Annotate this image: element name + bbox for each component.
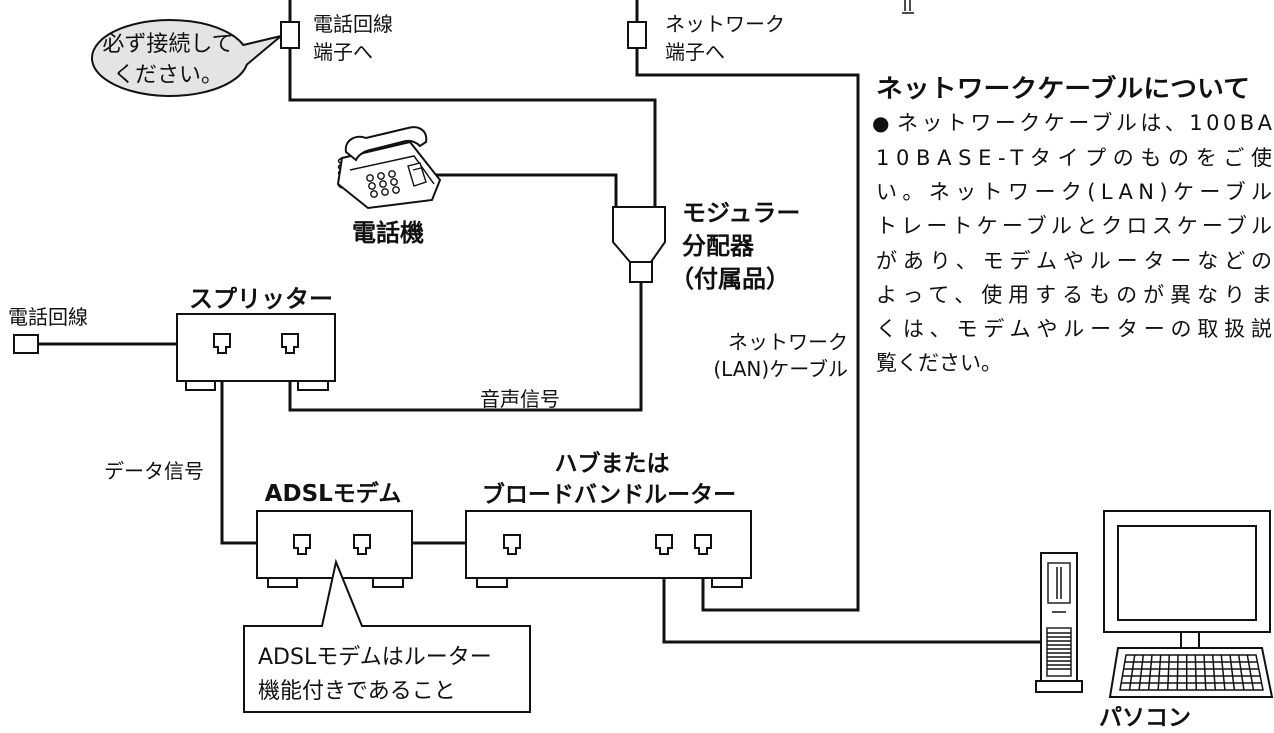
splitter (176, 313, 336, 391)
cable-info-line-8: 覧ください。 (876, 351, 1002, 375)
top-edge-ornament-icon (902, 0, 914, 14)
telephone-jack-label-line-2: 端子へ (313, 40, 373, 64)
telephone-jack-label-line-1: 電話回線 (313, 12, 393, 36)
adsl-note-line-1: ADSLモデムはルーター (258, 645, 492, 670)
phone-line-terminal (13, 334, 39, 354)
modular-splitter-label-line-3: （付属品） (670, 265, 790, 293)
modular-splitter-body (612, 206, 666, 263)
cable-info-line-5: があり、モデムやルーターなどの (876, 249, 1272, 273)
speech-bubble-shape (90, 18, 282, 97)
cable-info-title: ネットワークケーブルについて (876, 74, 1250, 103)
pc-keyboard (1108, 647, 1274, 698)
hub-router-port-pc (655, 534, 673, 555)
lan-cable (635, 48, 860, 612)
router-to-pc-cable (662, 554, 1041, 644)
hub-router-foot-left (476, 577, 508, 588)
cable-info-line-4: トレートケーブルとクロスケーブル (876, 214, 1272, 238)
adsl-modem-port-lan (353, 534, 371, 555)
pc-tower (1035, 552, 1083, 693)
splitter-port-modem (213, 333, 231, 354)
adsl-modem-foot-left (267, 577, 298, 588)
lan-cable-label-line-2: (LAN)ケーブル (713, 357, 848, 381)
splitter-foot-left (185, 380, 216, 391)
wall-to-modular-splitter-cable (288, 48, 657, 207)
data-signal-label: データ信号 (104, 459, 204, 483)
hub-router-port-wan (503, 534, 521, 555)
adsl-modem-foot-right (372, 577, 404, 588)
telephone-top-face (349, 155, 435, 185)
cable-info-line-1: ネットワークケーブルは、100BA (897, 111, 1273, 135)
network-jack-label-line-2: 端子へ (665, 40, 725, 64)
telephone-cable (436, 173, 618, 207)
cable-info-bullet: ● (872, 111, 889, 135)
hub-router (465, 510, 752, 588)
cable-info-line-7: くは、モデムやルーターの取扱説 (876, 317, 1272, 341)
network-jack-label-line-1: ネットワーク (665, 12, 785, 36)
telephone-wall-jack (280, 0, 300, 49)
speech-bubble-line-2: ください。 (113, 63, 223, 88)
pc-label: パソコン (1099, 705, 1191, 731)
splitter-title: スプリッター (189, 285, 333, 313)
modular-splitter-label-line-1: モジュラー (682, 199, 800, 227)
telephone-icon (336, 126, 442, 210)
cable-info-line-2: 10BASE-Tタイプのものをご使 (876, 146, 1272, 170)
telephone-keypad (366, 170, 400, 198)
network-wall-jack (627, 0, 647, 49)
modular-splitter (612, 206, 666, 283)
pc-monitor (1103, 510, 1271, 649)
hub-router-port-lan (694, 534, 712, 555)
adsl-modem-port-line (293, 534, 311, 555)
modular-splitter-plug (629, 261, 653, 283)
cable-info-line-6: よって、使用するものが異なりま (876, 283, 1272, 307)
adsl-note-line-2: 機能付きであること (258, 679, 456, 704)
adsl-note-box (243, 558, 531, 713)
splitter-foot-right (297, 380, 329, 391)
splitter-port-phone (281, 333, 299, 354)
cable-info-section: ネットワークケーブルについて ● ネットワークケーブルは、100BA 10BAS… (872, 74, 1273, 375)
voice-signal-cable (288, 282, 643, 412)
hub-router-title-line-1: ハブまたは (555, 450, 670, 477)
telephone-display (407, 162, 427, 187)
telephone-label: 電話機 (352, 219, 424, 247)
speech-bubble: 必ず接続して ください。 (90, 18, 282, 97)
splitter-body (176, 313, 336, 382)
adsl-note-callout: ADSLモデムはルーター 機能付きであること (243, 558, 531, 713)
network-jack-box (627, 21, 647, 49)
modular-splitter-label-line-2: 分配器 (682, 232, 755, 260)
pc-icon (1035, 510, 1274, 698)
telephone-jack-box (280, 21, 300, 49)
voice-signal-label: 音声信号 (480, 387, 560, 411)
phone-line-label: 電話回線 (8, 305, 88, 329)
lan-cable-label-line-1: ネットワーク (728, 330, 848, 354)
telephone-handset (344, 126, 428, 162)
hub-router-title-line-2: ブロードバンドルーター (482, 481, 736, 508)
cable-info-line-3: い。ネットワーク(LAN)ケーブル (876, 180, 1272, 204)
speech-bubble-line-1: 必ず接続して (102, 32, 233, 57)
adsl-modem-title: ADSLモデム (265, 480, 402, 507)
hub-router-foot-right (711, 577, 743, 588)
